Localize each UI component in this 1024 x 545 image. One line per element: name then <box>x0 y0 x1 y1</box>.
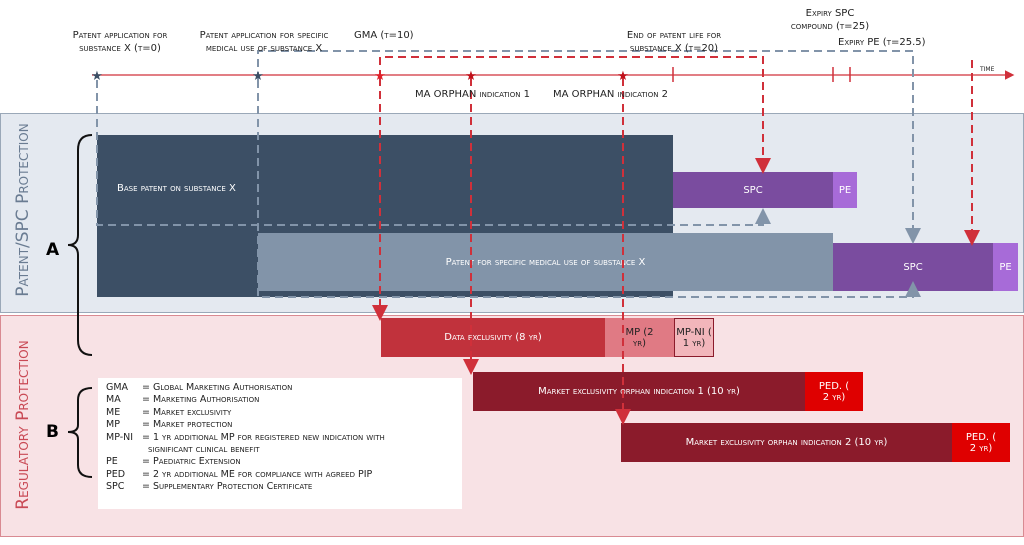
legend-key: SPC <box>106 481 125 493</box>
legend-key: MA <box>106 394 121 406</box>
event-label-expiry-pe: Expiry PE (t=25.5) <box>838 37 926 48</box>
event-label-orphan1: MA ORPHAN indication 1 <box>415 89 531 100</box>
legend-row: GMA = Global Marketing Authorisation <box>106 382 462 394</box>
legend-value: = Supplementary Protection Certificate <box>142 481 313 493</box>
legend-key: PE <box>106 456 118 468</box>
red-dashed-lines <box>372 56 980 425</box>
legend-key: MP <box>106 419 120 431</box>
legend-key: ME <box>106 406 121 418</box>
event-label-orphan2: MA ORPHAN indication 2 <box>553 89 669 100</box>
legend-row: MP-NI = 1 yr additional MP for registered… <box>106 432 462 444</box>
legend-row: MP = Market protection <box>106 419 462 431</box>
spc-bar-1: SPC <box>673 172 833 208</box>
legend-key: GMA <box>106 382 129 393</box>
legend-row: PED = 2 yr additional ME for compliance w… <box>106 469 462 481</box>
specific-patent-bar: Patent for specific medical use of subst… <box>258 233 833 291</box>
orphan2-bar: Market exclusivity orphan indication 2 (… <box>621 423 952 462</box>
legend-row: MA = Marketing Authorisation <box>106 394 462 406</box>
pe-bar-1: PE <box>833 172 857 208</box>
legend-value: = Market protection <box>142 419 233 431</box>
brace-a-label: A <box>46 240 60 260</box>
legend-value: = 1 yr additional MP for registered new … <box>142 431 385 443</box>
legend-value: = Paediatric Extension <box>142 456 241 468</box>
legend-value: = Market exclusivity <box>142 406 232 418</box>
brace-b-label: B <box>46 422 59 442</box>
timeline-ticks <box>672 67 851 82</box>
ped1-bar: PED. ( 2 yr) <box>805 372 863 411</box>
svg-text:★: ★ <box>374 69 386 84</box>
brace-a <box>67 134 93 356</box>
legend-row: PE = Paediatric Extension <box>106 456 462 468</box>
svg-text:★: ★ <box>91 69 103 84</box>
legend-row: significant clinical benefit <box>106 444 462 456</box>
svg-text:★: ★ <box>252 69 264 84</box>
blue-dashed-lines <box>96 50 921 298</box>
event-label-gma: GMA (t=10) <box>354 30 414 41</box>
ped2-bar: PED. ( 2 yr) <box>952 423 1010 462</box>
svg-text:★: ★ <box>465 69 477 84</box>
event-label-specific-use: Patent application for specific medical … <box>199 30 329 54</box>
legend-value: = 2 yr additional ME for compliance with… <box>142 468 373 480</box>
event-label-t0: Patent application for substance X (t=0) <box>72 30 168 54</box>
legend-row: ME = Market exclusivity <box>106 407 462 419</box>
event-stars: ★ ★ ★ ★ ★ <box>91 69 629 84</box>
timeline-overlay: ★ ★ ★ ★ ★ <box>67 50 1015 478</box>
mp-ni-bar: MP-NI ( 1 yr) <box>674 318 714 357</box>
time-axis-label: time <box>980 64 995 74</box>
event-label-end-patent: End of patent life for substance X (t=20… <box>626 30 722 54</box>
legend-value: = Global Marketing Authorisation <box>142 382 293 393</box>
legend-row: SPC = Supplementary Protection Certificat… <box>106 481 462 493</box>
legend-value: significant clinical benefit <box>142 444 260 456</box>
svg-text:★: ★ <box>617 69 629 84</box>
legend-value: = Marketing Authorisation <box>142 394 260 406</box>
legend-key: PED <box>106 468 126 480</box>
event-label-expiry-spc: Expiry SPC compound (t=25) <box>790 8 870 32</box>
base-patent-label: Base patent on substance X <box>117 183 236 194</box>
orphan1-bar: Market exclusivity orphan indication 1 (… <box>473 372 805 411</box>
data-exclusivity-bar: Data exclusivity (8 yr) <box>381 318 605 357</box>
mp-bar: MP (2 yr) <box>605 318 674 357</box>
pe-bar-2: PE <box>993 243 1018 291</box>
brace-b <box>67 387 93 478</box>
legend-key: MP-NI <box>106 431 134 443</box>
